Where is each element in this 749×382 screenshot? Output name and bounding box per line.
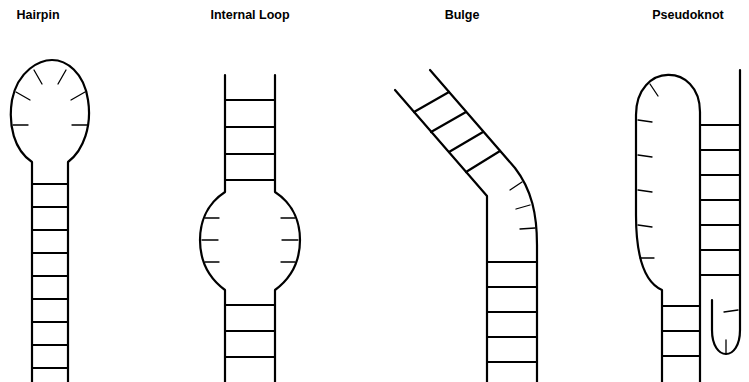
- pseudoknot-illustration: [636, 70, 740, 382]
- unpaired-bases: [202, 218, 298, 262]
- bulge-illustration: [395, 70, 537, 382]
- internal-loop-illustration: [200, 75, 300, 382]
- strand: [430, 70, 537, 382]
- strand: [712, 70, 740, 354]
- strand: [11, 60, 89, 382]
- strand: [636, 75, 700, 382]
- structure-heading: Pseudoknot: [652, 8, 724, 22]
- strand: [395, 90, 487, 382]
- hairpin-illustration: [11, 60, 89, 382]
- base-pairs: [32, 184, 68, 368]
- strand: [275, 75, 300, 382]
- unpaired-bases: [638, 84, 738, 354]
- structure-heading: Hairpin: [16, 8, 59, 22]
- base-pairs: [225, 100, 275, 357]
- unpaired-bases: [13, 70, 87, 125]
- base-pairs: [414, 92, 537, 362]
- structure-heading: Bulge: [445, 8, 480, 22]
- structure-heading: Internal Loop: [210, 8, 289, 22]
- strand: [200, 75, 225, 382]
- unpaired-bases: [510, 182, 535, 229]
- base-pairs: [662, 125, 740, 356]
